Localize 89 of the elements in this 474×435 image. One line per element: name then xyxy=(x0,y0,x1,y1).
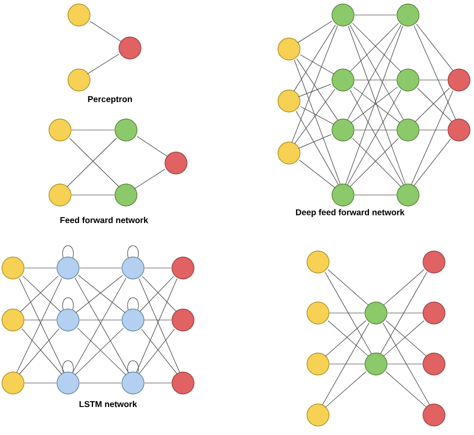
neuron-circle xyxy=(2,308,24,332)
connector-line xyxy=(324,272,372,354)
connector-line xyxy=(87,54,120,74)
connector-line xyxy=(354,14,397,16)
network-title: Feed forward network xyxy=(60,216,148,224)
neuron-circle xyxy=(114,118,138,142)
neuron-circle xyxy=(68,4,90,26)
connector-line xyxy=(136,136,168,157)
neuron-circle xyxy=(422,250,446,274)
loop-connector xyxy=(62,245,74,258)
connector-line xyxy=(300,106,334,125)
neuron-circle xyxy=(68,68,90,92)
loop-connector xyxy=(62,297,74,310)
neuron-circle xyxy=(122,256,144,280)
connector-line xyxy=(322,322,370,406)
connector-line xyxy=(354,194,397,196)
neuron-circle xyxy=(396,118,420,142)
connector-line xyxy=(297,20,332,44)
connector-line xyxy=(294,89,336,144)
neuron-circle xyxy=(278,90,300,112)
neuron-circle xyxy=(122,372,144,394)
connector-line xyxy=(134,168,166,190)
neuron-circle xyxy=(48,184,72,206)
neuron-circle xyxy=(278,142,300,164)
neuron-circle xyxy=(118,36,142,60)
connector-line xyxy=(292,26,338,142)
neuron-circle xyxy=(422,404,446,426)
connector-line xyxy=(298,134,332,149)
connector-line xyxy=(294,60,341,184)
neuron-circle xyxy=(172,372,194,394)
neuron-circle xyxy=(56,256,80,280)
neuron-circle xyxy=(332,4,354,26)
connector-line xyxy=(79,382,122,384)
connector-line xyxy=(328,269,369,306)
connector-line xyxy=(414,138,451,186)
neuron-circle xyxy=(422,302,446,324)
connector-line xyxy=(382,322,430,406)
connector-line xyxy=(300,54,335,75)
neuron-circle xyxy=(56,308,80,332)
connector-line xyxy=(325,371,366,408)
neuron-circle xyxy=(396,184,420,206)
neuron-circle xyxy=(306,352,330,376)
loop-connector xyxy=(127,360,139,373)
network-title: Perceptron xyxy=(88,96,132,104)
loop-connector xyxy=(127,245,139,258)
connector-line xyxy=(296,58,338,121)
neuron-circle xyxy=(396,68,420,92)
connector-line xyxy=(416,24,454,72)
neuron-circle xyxy=(332,68,354,92)
connector-line xyxy=(386,371,427,408)
connector-line xyxy=(90,21,122,42)
neuron-circle xyxy=(332,184,354,206)
connector-line xyxy=(24,382,57,384)
neuron-circle xyxy=(2,372,24,394)
neuron-circle xyxy=(364,302,388,324)
connector-line xyxy=(294,24,336,92)
neuron-circle xyxy=(48,118,72,142)
connector-line xyxy=(387,312,423,314)
neuron-circle xyxy=(278,38,300,60)
neuron-circle xyxy=(396,4,420,26)
connector-line xyxy=(383,269,424,306)
connector-line xyxy=(298,84,332,98)
neuron-circle xyxy=(56,372,80,394)
network-title: LSTM network xyxy=(80,400,138,408)
connector-line xyxy=(144,382,172,384)
neuron-circle xyxy=(364,352,388,376)
neuron-circle xyxy=(306,302,330,324)
connector-line xyxy=(296,110,339,186)
loop-connector xyxy=(127,297,139,310)
connector-line xyxy=(329,312,365,314)
neuron-circle xyxy=(422,352,446,376)
neuron-circle xyxy=(306,250,330,274)
neuron-circle xyxy=(164,152,188,174)
neuron-circle xyxy=(306,404,330,426)
connector-line xyxy=(299,160,336,188)
network-title: Deep feed forward network xyxy=(296,209,405,217)
connector-line xyxy=(71,194,115,196)
neuron-circle xyxy=(448,68,470,92)
connector-line xyxy=(414,25,456,120)
connector-line xyxy=(411,90,454,185)
neuron-circle xyxy=(122,308,144,332)
loop-connector xyxy=(62,360,74,373)
connector-line xyxy=(380,272,428,354)
neuron-circle xyxy=(332,118,354,142)
neuron-circle xyxy=(172,256,194,280)
neuron-circle xyxy=(2,256,24,280)
neuron-circle xyxy=(172,308,194,332)
neuron-circle xyxy=(114,184,138,206)
neuron-circle xyxy=(448,118,470,142)
